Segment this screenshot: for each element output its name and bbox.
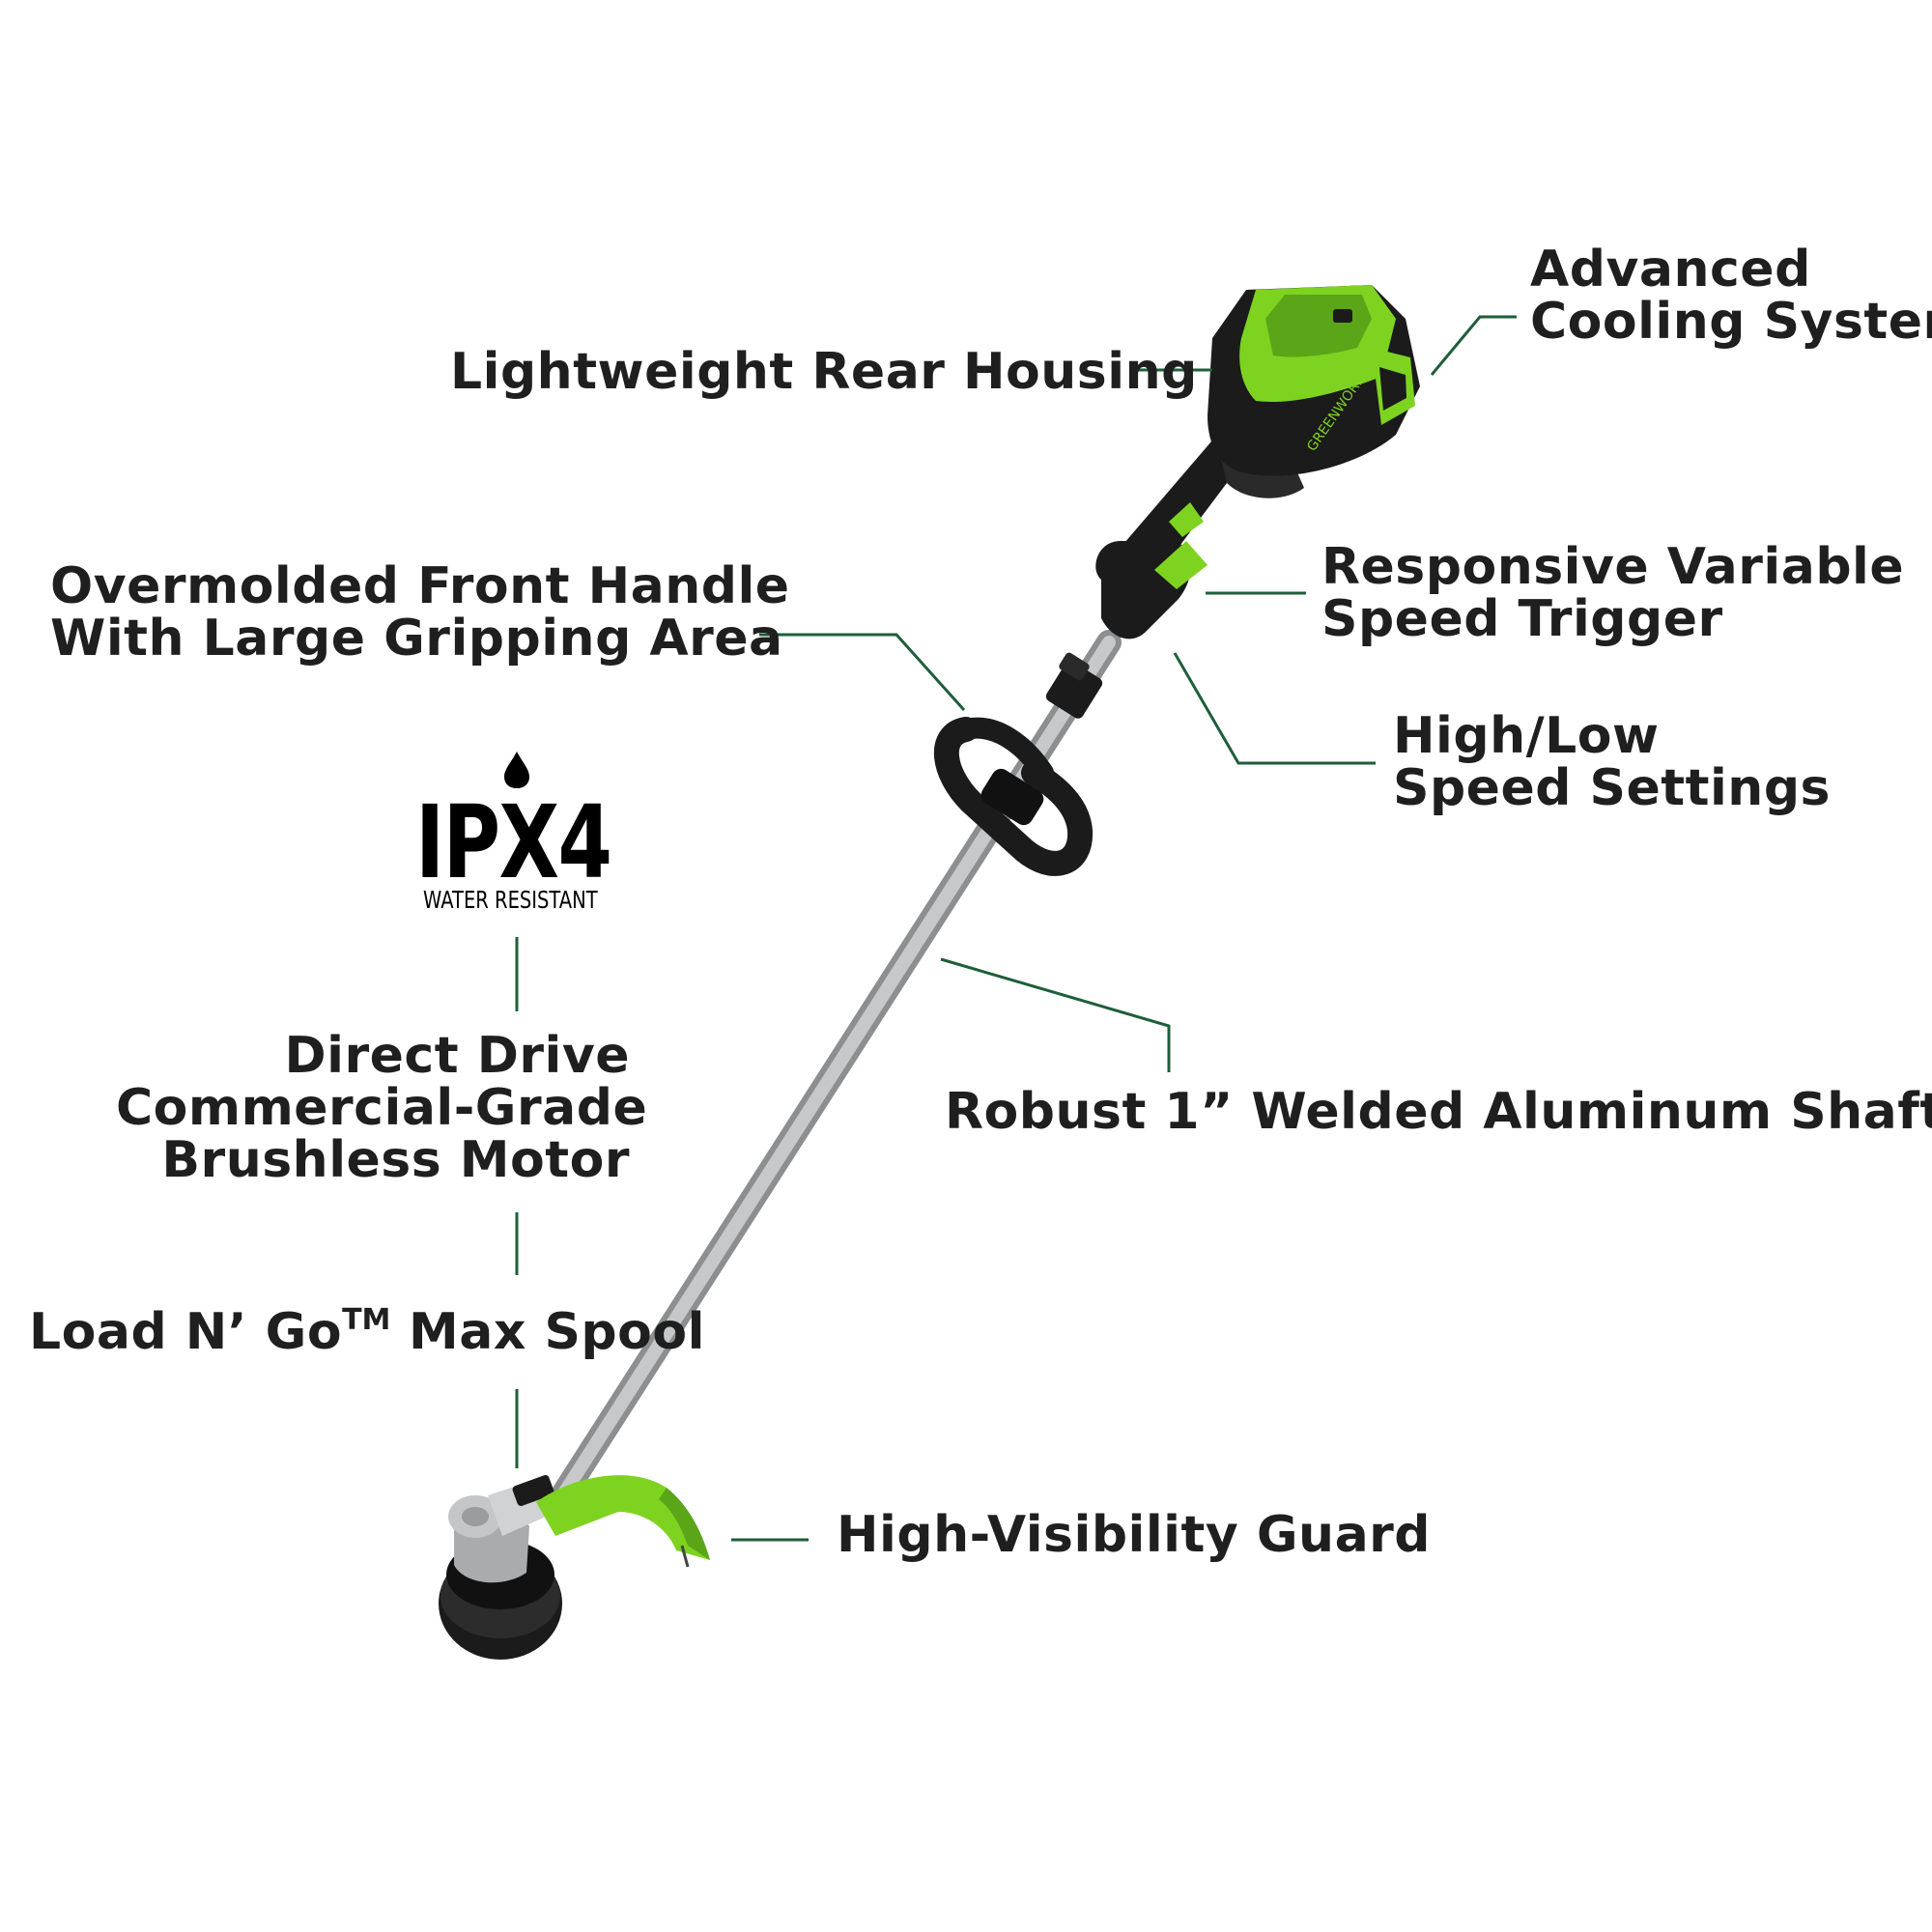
shaft-collar — [1045, 652, 1103, 719]
speed-settings-leader — [1173, 652, 1376, 765]
guard-label: High-Visibility Guard — [837, 1506, 1432, 1564]
front-handle-leader — [759, 633, 966, 712]
rear-housing: GREENWORKS — [1208, 285, 1420, 498]
spool-label: Load N’ GoTM Max Spool — [29, 1303, 705, 1361]
motor-label: Direct Drive Commercial-Grade Brushless … — [116, 1027, 648, 1189]
water-drop-icon — [504, 752, 529, 788]
high-visibility-guard — [536, 1475, 710, 1568]
speed-settings-label: High/Low Speed Settings — [1393, 707, 1831, 817]
front-handle-label: Overmolded Front Handle With Large Gripp… — [50, 557, 790, 668]
trimmer-head — [439, 1474, 562, 1660]
cooling-leader — [1430, 315, 1517, 376]
shaft-leader — [940, 957, 1171, 1072]
ipx-rating: IPX4 — [415, 783, 612, 901]
rear-housing-label: Lightweight Rear Housing — [450, 343, 1198, 401]
rear-grip — [1095, 435, 1241, 639]
trigger-label: Responsive Variable Speed Trigger — [1321, 538, 1905, 648]
shaft-label: Robust 1” Welded Aluminum Shaft — [945, 1083, 1932, 1141]
ipx-subtitle: WATER RESISTANT — [423, 886, 598, 914]
cooling-system-label: Advanced Cooling System — [1530, 241, 1932, 351]
front-d-handle — [933, 717, 1094, 876]
